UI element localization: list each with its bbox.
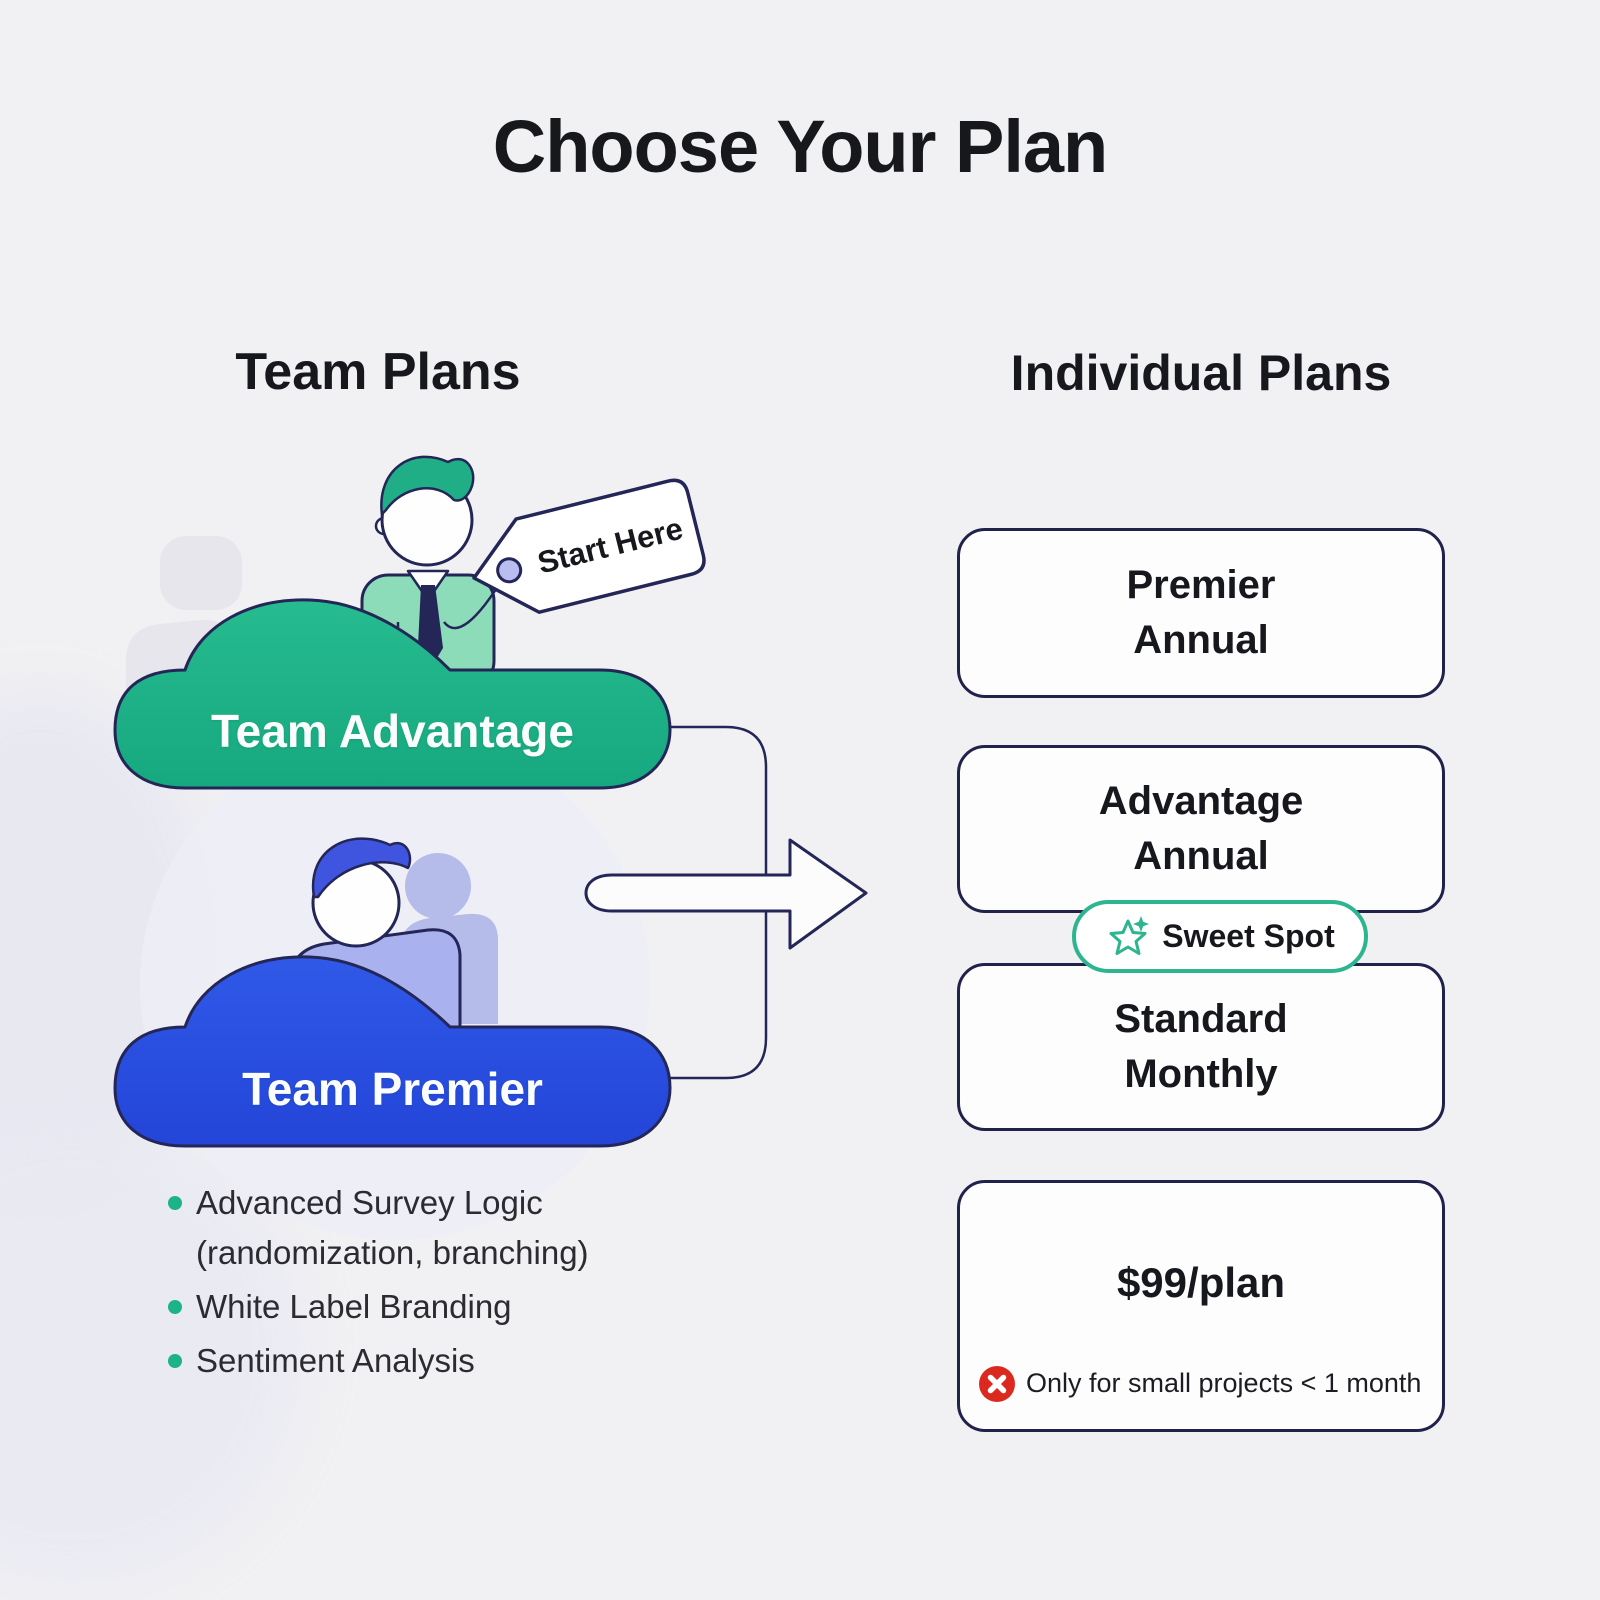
feature-line: Sentiment Analysis [196,1342,475,1379]
individual-plans-heading: Individual Plans [1010,345,1392,401]
price-warning: Only for small projects < 1 month [978,1365,1421,1403]
card-line: Advantage [1098,778,1304,823]
tag-hole-icon [496,557,523,584]
team-plans-heading: Team Plans [235,343,521,401]
price-card[interactable]: $99/plan Only for small projects < 1 mon… [957,1180,1445,1432]
feature-line: Advanced Survey Logic [196,1184,543,1221]
bullet-dot-icon [168,1300,182,1314]
warning-text: Only for small projects < 1 month [1026,1368,1422,1399]
card-line: Standard [1114,996,1288,1041]
standard-monthly-card[interactable]: Standard Monthly [957,963,1445,1131]
feature-item: White Label Branding [168,1282,688,1332]
advantage-annual-card[interactable]: Advantage Annual [957,745,1445,913]
start-here-tag: Start Here [472,478,706,614]
page-title: Choose Your Plan [492,105,1108,188]
team-premier-pill[interactable] [113,955,672,1148]
card-line: Annual [1133,618,1269,662]
card-line: Annual [1133,834,1269,878]
feature-item: Advanced Survey Logic (randomization, br… [168,1178,688,1278]
premier-annual-card[interactable]: Premier Annual [957,528,1445,698]
arrow-right-icon [584,838,868,950]
card-line: Premier [1126,562,1276,607]
feature-item: Sentiment Analysis [168,1336,688,1386]
bullet-dot-icon [168,1354,182,1368]
sweet-spot-label: Sweet Spot [1162,918,1335,954]
star-sparkle-icon [1109,915,1150,955]
sweet-spot-badge: Sweet Spot [1072,900,1368,973]
feature-line: (randomization, branching) [196,1234,589,1271]
team-premier-feature-list: Advanced Survey Logic (randomization, br… [168,1178,688,1390]
price-label: $99/plan [1116,1259,1286,1307]
team-advantage-pill[interactable] [113,598,672,790]
card-line: Monthly [1124,1052,1278,1096]
cross-circle-icon [979,1366,1015,1402]
feature-line: White Label Branding [196,1288,512,1325]
bullet-dot-icon [168,1196,182,1210]
